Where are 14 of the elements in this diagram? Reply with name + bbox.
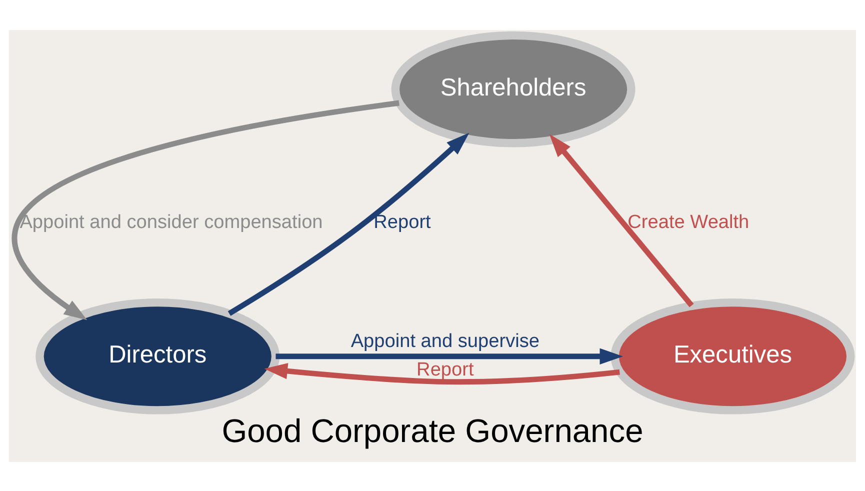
edge-label: Report <box>416 359 474 380</box>
arrow <box>228 132 470 316</box>
edge-label: Create Wealth <box>628 211 750 232</box>
edge-label: Report <box>374 211 431 232</box>
edge-label: Appoint and supervise <box>350 330 540 352</box>
arrow <box>549 134 694 307</box>
node-ellipse: Shareholders <box>391 30 636 147</box>
node-ellipse: Directors <box>36 298 280 414</box>
edge-label: Appoint and consider compensation <box>20 211 323 232</box>
arrow <box>276 348 623 364</box>
arrow <box>12 100 400 320</box>
diagram-title: Good Corporate Governance <box>222 411 644 448</box>
node-ellipse: Executives <box>610 298 855 414</box>
arrow <box>264 362 620 384</box>
